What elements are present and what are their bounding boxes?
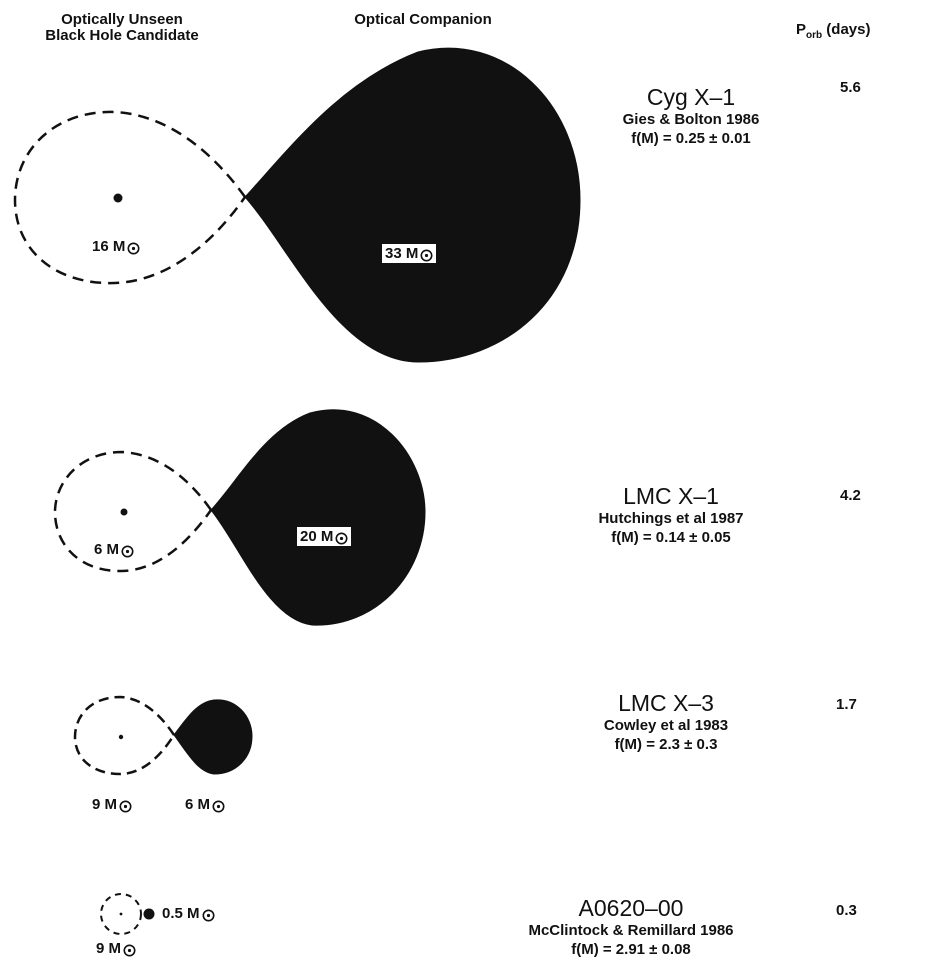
header-black-hole-line2: Black Hole Candidate — [45, 27, 199, 44]
bh-point-lmc-x3 — [118, 734, 124, 740]
bh-mass-label-lmc-x3: 9 M — [92, 796, 132, 813]
sun-symbol-icon — [335, 532, 348, 545]
bh-roche-lobe-cyg-x1 — [13, 110, 247, 285]
sun-symbol-icon — [127, 242, 140, 255]
companion-mass-value-lmc-x3: 6 M — [185, 796, 211, 813]
header-black-hole-line1: Optically Unseen — [61, 11, 183, 28]
porb-lmc-x3: 1.7 — [836, 696, 857, 713]
sun-symbol-icon — [420, 249, 433, 262]
bh-roche-lobe-lmc-x3 — [73, 695, 176, 776]
header-porb-p: P — [796, 21, 807, 38]
header-porb-unit: (days) — [826, 21, 871, 38]
sun-symbol-icon — [212, 800, 225, 813]
bh-mass-label-cyg-x1: 16 M — [92, 238, 140, 255]
binary-lmc-x1 — [53, 409, 426, 626]
companion-lobe-lmc-x3 — [173, 699, 253, 775]
companion-lobe-cyg-x1 — [244, 47, 581, 363]
companion-mass-value-a0620-00: 0.5 M — [162, 905, 200, 922]
bh-mass-value-lmc-x3: 9 M — [92, 796, 118, 813]
companion-mass-value-lmc-x1: 20 M — [300, 528, 334, 545]
system-mass-function-a0620-00: f(M) = 2.91 ± 0.08 — [571, 941, 691, 958]
system-mass-function-cyg-x1: f(M) = 0.25 ± 0.01 — [631, 130, 751, 147]
system-info-a0620-00: A0620–00 McClintock & Remillard 1986 f(M… — [481, 895, 781, 959]
system-info-lmc-x3: LMC X–3 Cowley et al 1983 f(M) = 2.3 ± 0… — [516, 690, 816, 754]
binary-lmc-x3 — [73, 695, 253, 776]
bh-point-cyg-x1 — [113, 193, 123, 203]
sun-symbol-icon — [123, 944, 136, 957]
system-mass-function-lmc-x3: f(M) = 2.3 ± 0.3 — [614, 736, 718, 753]
bh-point-lmc-x1 — [120, 508, 128, 516]
companion-mass-label-lmc-x1: 20 M — [297, 527, 352, 546]
sun-symbol-icon — [121, 545, 134, 558]
system-info-cyg-x1: Cyg X–1 Gies & Bolton 1986 f(M) = 0.25 ±… — [541, 84, 841, 148]
companion-lobe-a0620-00 — [143, 908, 155, 920]
header-porb-sub: orb — [806, 30, 823, 41]
binary-cyg-x1 — [13, 47, 581, 363]
companion-mass-label-lmc-x3: 6 M — [185, 796, 225, 813]
system-info-lmc-x1: LMC X–1 Hutchings et al 1987 f(M) = 0.14… — [521, 483, 821, 547]
header-black-hole: Optically Unseen Black Hole Candidate — [2, 12, 242, 44]
system-name-lmc-x3: LMC X–3 — [618, 690, 714, 716]
companion-mass-value-cyg-x1: 33 M — [385, 245, 419, 262]
porb-cyg-x1: 5.6 — [840, 79, 861, 96]
companion-mass-label-cyg-x1: 33 M — [382, 244, 437, 263]
system-name-lmc-x1: LMC X–1 — [623, 483, 719, 509]
binary-a0620-00 — [100, 893, 155, 935]
sun-symbol-icon — [202, 909, 215, 922]
companion-mass-label-a0620-00: 0.5 M — [162, 905, 215, 922]
sun-symbol-icon — [119, 800, 132, 813]
porb-lmc-x1: 4.2 — [840, 487, 861, 504]
bh-mass-value-cyg-x1: 16 M — [92, 238, 126, 255]
bh-mass-label-a0620-00: 9 M — [96, 940, 136, 957]
system-name-a0620-00: A0620–00 — [578, 895, 684, 921]
system-name-cyg-x1: Cyg X–1 — [646, 84, 736, 110]
bh-point-a0620-00 — [119, 912, 123, 916]
bh-mass-label-lmc-x1: 6 M — [94, 541, 134, 558]
porb-a0620-00: 0.3 — [836, 902, 857, 919]
header-companion: Optical Companion — [354, 11, 492, 28]
bh-roche-lobe-a0620-00 — [100, 893, 142, 935]
header-porb: Porb (days) — [796, 22, 924, 44]
system-mass-function-lmc-x1: f(M) = 0.14 ± 0.05 — [611, 529, 731, 546]
system-reference-a0620-00: McClintock & Remillard 1986 — [528, 922, 734, 939]
companion-lobe-lmc-x1 — [210, 409, 426, 626]
bh-mass-value-lmc-x1: 6 M — [94, 541, 120, 558]
system-reference-lmc-x3: Cowley et al 1983 — [603, 717, 729, 734]
bh-roche-lobe-lmc-x1 — [53, 450, 213, 573]
system-reference-lmc-x1: Hutchings et al 1987 — [598, 510, 744, 527]
system-reference-cyg-x1: Gies & Bolton 1986 — [622, 111, 760, 128]
bh-mass-value-a0620-00: 9 M — [96, 940, 122, 957]
